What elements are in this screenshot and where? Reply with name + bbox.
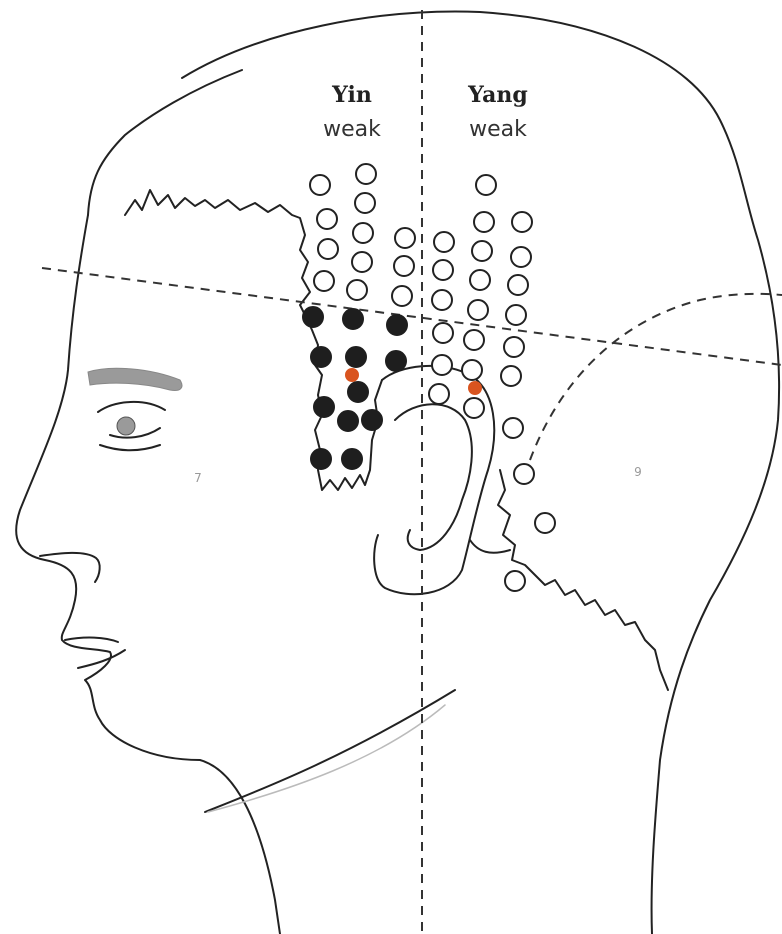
region-mark-back: 9 (634, 465, 642, 479)
open-point (429, 384, 449, 404)
iris (117, 417, 135, 435)
yang-title: Yang (467, 82, 528, 108)
open-point (394, 256, 414, 276)
open-point (468, 300, 488, 320)
open-point (512, 212, 532, 232)
open-point (314, 271, 334, 291)
yin-filled-point (346, 347, 366, 367)
open-point (432, 290, 452, 310)
open-point (434, 232, 454, 252)
yin-filled-point (342, 449, 362, 469)
yin-subtitle: weak (323, 117, 381, 142)
open-point (506, 305, 526, 325)
open-point (474, 212, 494, 232)
eye-lash (100, 445, 160, 450)
open-point (352, 252, 372, 272)
open-point (318, 239, 338, 259)
yin-filled-point (348, 382, 368, 402)
open-point (508, 275, 528, 295)
open-point (504, 337, 524, 357)
yin-filled-point (343, 309, 363, 329)
yin-title: Yin (331, 82, 372, 108)
open-point (317, 209, 337, 229)
open-point (472, 241, 492, 261)
horizontal-reference-line (42, 268, 782, 365)
yin-filled-point (338, 411, 358, 431)
open-point (433, 323, 453, 343)
open-point (395, 228, 415, 248)
region-mark-front: 7 (194, 471, 202, 485)
yin-highlight-point (346, 369, 358, 381)
face-profile (16, 215, 280, 934)
open-point (356, 164, 376, 184)
open-point (476, 175, 496, 195)
open-point (511, 247, 531, 267)
yin-filled-point (311, 347, 331, 367)
yang-highlight-point (469, 382, 481, 394)
open-point (514, 464, 534, 484)
open-point (501, 366, 521, 386)
hairline-top (125, 190, 310, 315)
open-point (505, 571, 525, 591)
jaw-line (205, 690, 455, 812)
open-point (310, 175, 330, 195)
open-point (462, 360, 482, 380)
yin-filled-point (311, 449, 331, 469)
yin-filled-point (303, 307, 323, 327)
yin-filled-point (362, 410, 382, 430)
yin-filled-point (314, 397, 334, 417)
open-point (464, 398, 484, 418)
forehead-outline (88, 70, 242, 215)
upper-lip (65, 638, 118, 642)
open-point (433, 260, 453, 280)
ear-lobe (470, 540, 510, 553)
occipital-arc-line (530, 294, 782, 460)
eye-upper (98, 402, 165, 412)
open-point (347, 280, 367, 300)
open-point (464, 330, 484, 350)
yang-subtitle: weak (469, 117, 527, 142)
lower-lip (78, 650, 125, 668)
open-point (392, 286, 412, 306)
open-point (353, 223, 373, 243)
eyebrow (88, 368, 182, 390)
open-point (470, 270, 490, 290)
head-outline-back (182, 12, 779, 934)
acupoints-layer (303, 164, 555, 591)
ear-inner (395, 404, 472, 550)
nose-line (40, 553, 100, 582)
yin-filled-point (386, 351, 406, 371)
open-point (535, 513, 555, 533)
yin-filled-point (387, 315, 407, 335)
open-point (355, 193, 375, 213)
open-point (432, 355, 452, 375)
open-point (503, 418, 523, 438)
